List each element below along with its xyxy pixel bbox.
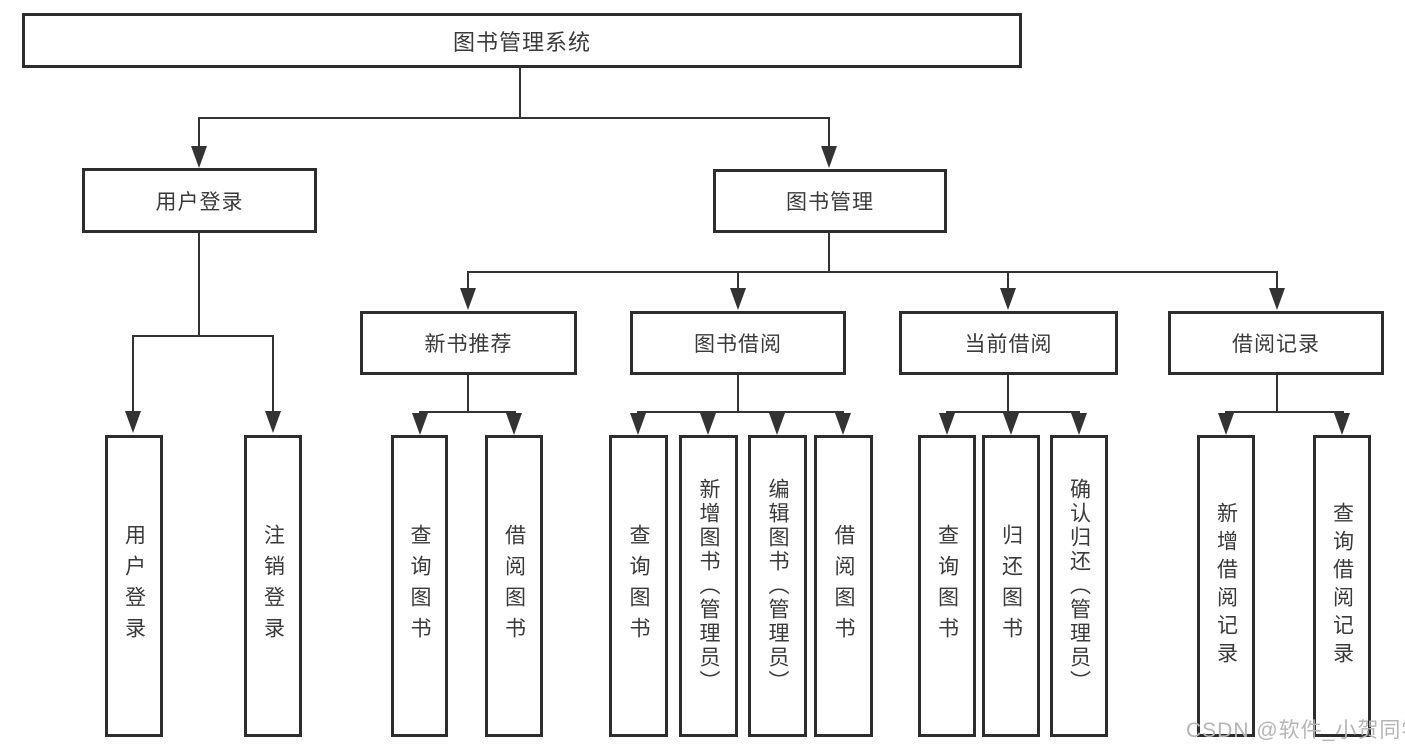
- arrow-down-icon: [730, 288, 746, 310]
- leaf-query-books-borrowing: 查询图书: [609, 435, 668, 737]
- connector-line: [198, 117, 200, 147]
- node-new-book-recommend: 新书推荐: [360, 311, 577, 375]
- node-label: 图书借阅: [694, 333, 782, 356]
- arrow-down-icon: [700, 413, 716, 435]
- node-book-management-branch: 图书管理: [713, 169, 947, 233]
- node-book-borrowing: 图书借阅: [630, 311, 846, 375]
- arrow-down-icon: [1218, 413, 1234, 435]
- leaf-label: 编辑图书（管理员）: [766, 478, 789, 694]
- arrow-down-icon: [1000, 288, 1016, 310]
- leaf-edit-books-admin: 编辑图书（管理员）: [748, 435, 807, 737]
- connector-line: [419, 411, 516, 413]
- leaf-label: 借阅图书: [832, 524, 855, 648]
- leaf-borrow-books-recommend: 借阅图书: [485, 435, 543, 737]
- leaf-label: 查询借阅记录: [1330, 502, 1354, 670]
- leaf-label: 新增借阅记录: [1214, 502, 1238, 670]
- arrow-down-icon: [412, 413, 428, 435]
- connector-line: [467, 375, 469, 413]
- leaf-label: 归还图书: [999, 524, 1023, 648]
- leaf-label: 查询图书: [627, 524, 650, 648]
- connector-line: [467, 271, 1278, 273]
- csdn-watermark: CSDN @软件_小贺同学: [1186, 719, 1405, 742]
- leaf-user-login: 用户登录: [105, 435, 163, 737]
- arrow-down-icon: [835, 413, 851, 435]
- node-user-login-branch: 用户登录: [82, 168, 317, 233]
- connector-line: [637, 411, 844, 413]
- leaf-confirm-return-admin: 确认归还（管理员）: [1050, 435, 1108, 737]
- leaf-label: 注销登录: [261, 524, 285, 648]
- leaf-query-books-recommend: 查询图书: [391, 435, 448, 737]
- arrow-down-icon: [1269, 288, 1285, 310]
- arrow-down-icon: [1071, 413, 1087, 435]
- arrow-down-icon: [1334, 413, 1350, 435]
- node-label: 新书推荐: [424, 333, 513, 356]
- node-current-borrowing: 当前借阅: [899, 311, 1118, 375]
- leaf-label: 查询图书: [408, 524, 431, 648]
- leaf-add-books-admin: 新增图书（管理员）: [679, 435, 738, 737]
- leaf-return-books: 归还图书: [982, 435, 1040, 737]
- node-label: 图书管理系统: [452, 29, 591, 55]
- arrow-down-icon: [506, 413, 522, 435]
- arrow-down-icon: [1003, 413, 1019, 435]
- connector-line: [1007, 271, 1009, 289]
- connector-line: [737, 271, 739, 289]
- leaf-label: 借阅图书: [502, 524, 526, 648]
- connector-line: [1225, 411, 1344, 413]
- connector-line: [828, 233, 830, 273]
- connector-line: [132, 335, 274, 337]
- connector-line: [737, 375, 739, 413]
- node-borrowing-records: 借阅记录: [1168, 311, 1384, 375]
- node-label: 用户登录: [155, 190, 244, 214]
- node-library-management-system: 图书管理系统: [22, 13, 1022, 68]
- arrow-down-icon: [191, 146, 207, 168]
- node-label: 当前借阅: [964, 333, 1053, 356]
- connector-line: [1276, 375, 1278, 413]
- connector-line: [198, 117, 830, 119]
- connector-line: [946, 411, 1080, 413]
- leaf-add-borrow-record: 新增借阅记录: [1197, 435, 1255, 737]
- connector-line: [132, 335, 134, 412]
- connector-line: [198, 233, 200, 337]
- connector-line: [1276, 271, 1278, 289]
- leaf-borrow-books-borrowing: 借阅图书: [814, 435, 873, 737]
- leaf-label: 新增图书（管理员）: [697, 478, 720, 694]
- arrow-down-icon: [125, 411, 141, 433]
- arrow-down-icon: [460, 288, 476, 310]
- arrow-down-icon: [265, 411, 281, 433]
- node-label: 借阅记录: [1232, 333, 1320, 356]
- leaf-label: 确认归还（管理员）: [1067, 478, 1091, 694]
- arrow-down-icon: [939, 413, 955, 435]
- leaf-logout: 注销登录: [244, 435, 302, 737]
- connector-line: [828, 117, 830, 147]
- leaf-query-borrow-record: 查询借阅记录: [1313, 435, 1371, 737]
- arrow-down-icon: [630, 413, 646, 435]
- leaf-query-books-current: 查询图书: [918, 435, 976, 737]
- connector-line: [519, 68, 521, 118]
- arrow-down-icon: [769, 413, 785, 435]
- leaf-label: 查询图书: [935, 524, 959, 648]
- leaf-label: 用户登录: [122, 524, 146, 648]
- connector-line: [1007, 375, 1009, 413]
- connector-line: [272, 335, 274, 412]
- node-label: 图书管理: [786, 191, 874, 214]
- connector-line: [467, 271, 469, 289]
- arrow-down-icon: [821, 146, 837, 168]
